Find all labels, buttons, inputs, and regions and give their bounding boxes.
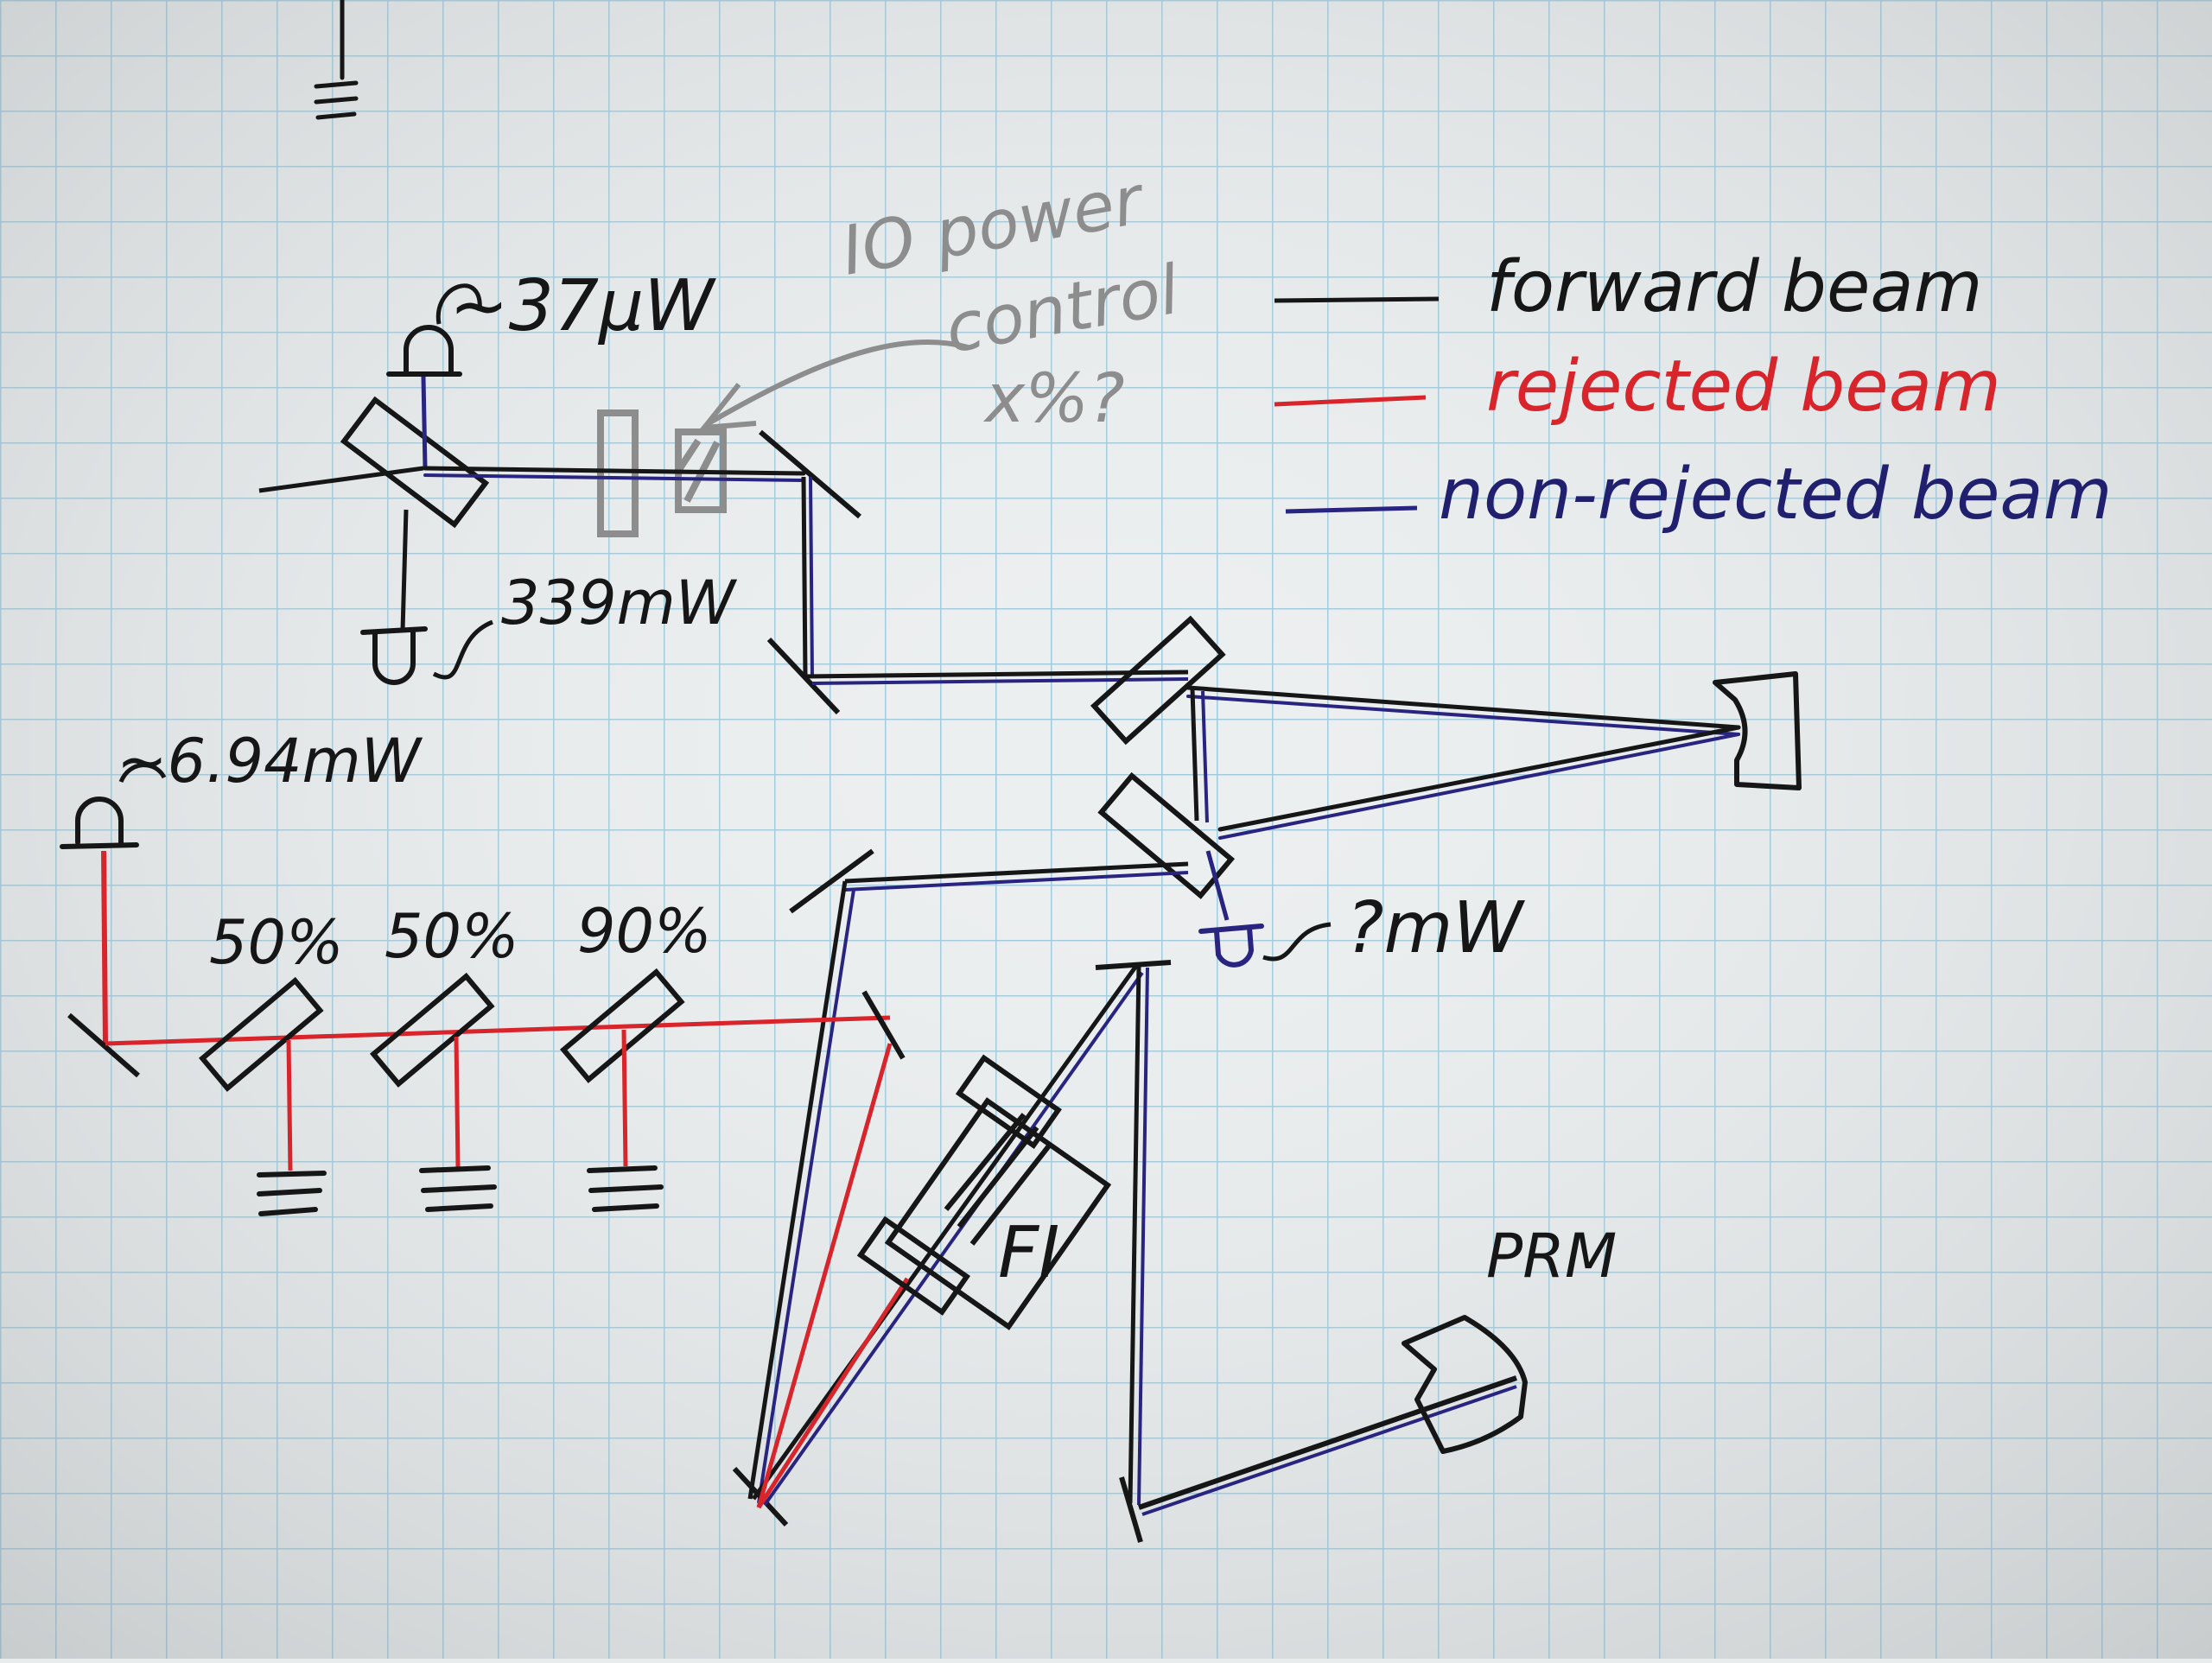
legend-forward-label: forward beam — [1486, 246, 1983, 328]
photodiode-bottom — [360, 626, 428, 685]
power-label-6-94mw: ~6.94mW — [117, 726, 423, 797]
beam-to-top-pd — [421, 376, 428, 469]
red-beam-vertical — [101, 850, 108, 1044]
ground-bs-a — [257, 1171, 327, 1216]
top-horizontal-beam — [423, 466, 806, 482]
cavity-mirror-right — [1713, 671, 1802, 790]
prm-steering-mirror — [1119, 1476, 1143, 1543]
io-note-line3: x%? — [982, 360, 1125, 438]
legend-non-rejected-label: non-rejected beam — [1439, 454, 2113, 536]
rejected-beam-diagonal — [756, 1043, 893, 1508]
waveplate-left — [597, 409, 639, 537]
red-beam-steering-mirror — [861, 990, 906, 1060]
bottom-pd-squiggle — [432, 619, 493, 680]
beamsplitter-50-b — [370, 972, 495, 1088]
io-note-arrowhead — [698, 383, 757, 431]
beam-through-faraday-isolator — [751, 964, 1144, 1507]
cavity-beams — [1185, 685, 1741, 840]
ground-bs-b — [419, 1165, 497, 1212]
legend: forward beam rejected beam non-rejected … — [1274, 246, 2113, 536]
beamsplitter-90 — [560, 968, 685, 1083]
left-steering-mirror — [789, 848, 874, 914]
input-beam — [258, 466, 424, 493]
mirror-upper-right — [759, 429, 861, 519]
top-beamsplitter — [340, 396, 490, 529]
legend-rejected-line — [1274, 395, 1427, 407]
photodiode-red — [60, 797, 139, 849]
power-label-37uw: ~37μW — [449, 265, 716, 347]
label-prm: PRM — [1486, 1221, 1617, 1292]
prm-optic — [1402, 1315, 1528, 1454]
mirror-lower-left — [766, 637, 841, 715]
label-fi: FI — [998, 1212, 1059, 1294]
beam-to-prm-steering — [1128, 965, 1149, 1506]
legend-rejected-label: rejected beam — [1486, 346, 2001, 428]
legend-forward-line — [1274, 296, 1440, 303]
top-pd-squiggle — [435, 283, 482, 325]
photodiode-unknown — [1198, 924, 1264, 968]
power-label-339mw: 339mW — [501, 568, 738, 638]
power-label-unknown: ?mW — [1346, 887, 1525, 969]
red-pd-squiggle — [118, 763, 167, 784]
beam-to-bottom-mirror — [747, 880, 855, 1504]
beam-to-unknown-pd — [1205, 850, 1230, 921]
red-beam-horizontal — [105, 1015, 891, 1046]
beam-to-left-steering-mirror — [844, 861, 1189, 892]
vertical-beam-down — [801, 476, 814, 677]
unknown-pd-squiggle — [1262, 922, 1332, 962]
mirror-above-fi — [1095, 960, 1172, 970]
ground-bs-90 — [587, 1165, 664, 1212]
cavity-beamsplitter-upper — [1090, 615, 1226, 746]
bs-b-dump-beam — [454, 1036, 461, 1169]
rejected-beam-lower — [756, 1277, 910, 1509]
io-note-arrow — [707, 340, 969, 426]
bs-a-dump-beam — [286, 1039, 293, 1171]
legend-non-rejected-line — [1285, 505, 1418, 514]
left-corner-mirror — [67, 1012, 140, 1078]
beam-to-bottom-pd — [400, 509, 409, 632]
bs-90-dump-beam — [621, 1029, 628, 1167]
photodiode-top — [386, 325, 462, 377]
faraday-isolator — [856, 1054, 1112, 1330]
ground-symbol-top — [314, 0, 359, 120]
beamsplitter-connecting-beams — [1190, 689, 1209, 823]
bs-label-50-a: 50% — [209, 907, 344, 978]
beam-to-prm — [1138, 1375, 1517, 1516]
beamsplitter-50-a — [199, 976, 324, 1092]
bs-label-90: 90% — [577, 896, 712, 967]
bs-label-50-b: 50% — [385, 901, 519, 972]
